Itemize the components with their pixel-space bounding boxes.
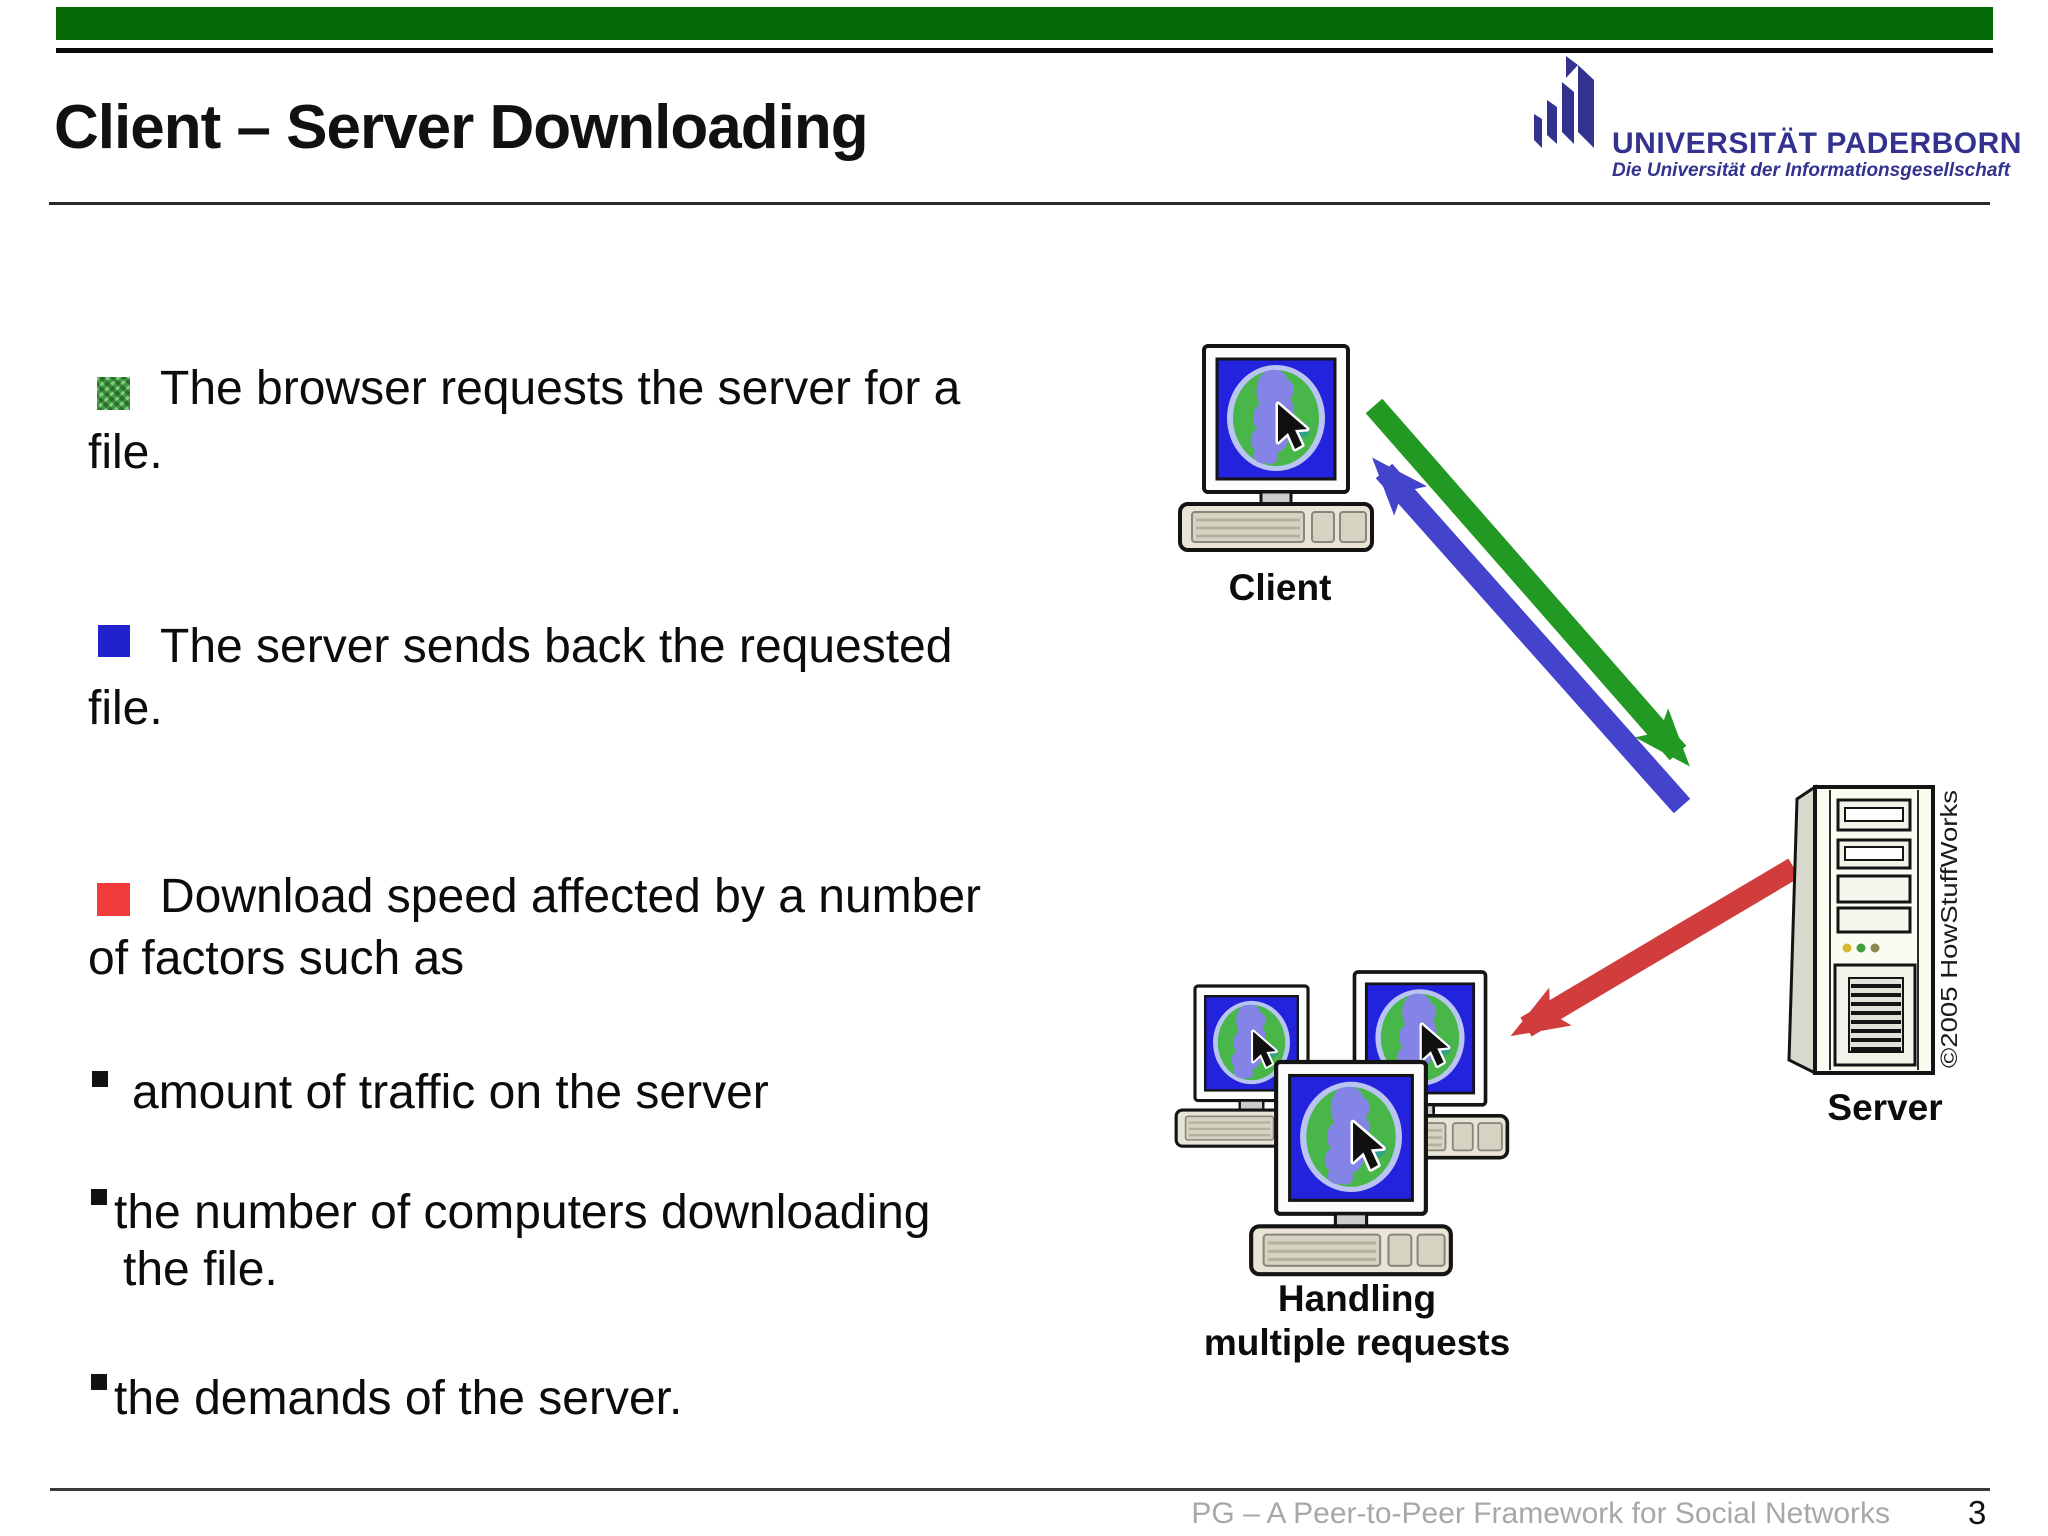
response-arrow bbox=[1372, 457, 1691, 814]
sub-bullet-marker bbox=[91, 1189, 107, 1205]
sub-bullet-1-text: amount of traffic on the server bbox=[132, 1066, 769, 1119]
cluster-computer-icon bbox=[1251, 1062, 1451, 1274]
server-label: Server bbox=[1827, 1087, 1943, 1128]
sub-bullet-marker bbox=[92, 1071, 108, 1087]
bullet-1-line-2: file. bbox=[88, 426, 163, 479]
footer-rule bbox=[50, 1488, 1990, 1491]
client-label: Client bbox=[1228, 567, 1332, 608]
bullet-3-line-1: Download speed affected by a number bbox=[160, 870, 981, 923]
header-rule bbox=[49, 202, 1990, 205]
request-arrow bbox=[1365, 398, 1690, 767]
sub-bullet-2-line-1: the number of computers downloading bbox=[114, 1186, 931, 1239]
client-computer-icon bbox=[1180, 346, 1372, 550]
distribute-arrow bbox=[1510, 858, 1800, 1037]
bullet-marker-blue bbox=[98, 625, 130, 657]
bullet-1-line-1: The browser requests the server for a bbox=[160, 362, 961, 415]
sub-bullet-2-line-2: the file. bbox=[123, 1243, 278, 1296]
sub-bullet-3-text: the demands of the server. bbox=[114, 1372, 683, 1425]
university-tagline: Die Universität der Informationsgesellsc… bbox=[1612, 160, 2011, 181]
page-title: Client – Server Downloading bbox=[54, 93, 869, 162]
server-tower-icon bbox=[1787, 784, 1935, 1076]
page-number: 3 bbox=[1968, 1494, 1987, 1531]
bullet-3-line-2: of factors such as bbox=[88, 932, 465, 985]
bullet-marker-green bbox=[97, 377, 130, 410]
top-divider-line bbox=[56, 48, 1993, 53]
bullet-marker-red bbox=[97, 883, 130, 916]
sub-bullet-marker bbox=[91, 1374, 107, 1390]
watermark-text: ©2005 HowStuffWorks bbox=[1936, 790, 1962, 1068]
cluster-label-line-2: multiple requests bbox=[1203, 1321, 1511, 1363]
bullet-2-line-2: file. bbox=[88, 682, 163, 735]
top-green-bar bbox=[56, 7, 1993, 40]
client-server-diagram: ©2005 HowStuffWorks bbox=[1174, 330, 1962, 1410]
cluster-label: Handling multiple requests bbox=[1157, 1277, 1557, 1364]
cluster-label-line-1: Handling bbox=[1277, 1278, 1437, 1319]
university-logo-icon bbox=[1534, 56, 1594, 148]
bullet-2-line-1: The server sends back the requested bbox=[160, 620, 953, 673]
footer-title: PG – A Peer-to-Peer Framework for Social… bbox=[1191, 1497, 1890, 1530]
university-name: UNIVERSITÄT PADERBORN bbox=[1612, 127, 2022, 160]
